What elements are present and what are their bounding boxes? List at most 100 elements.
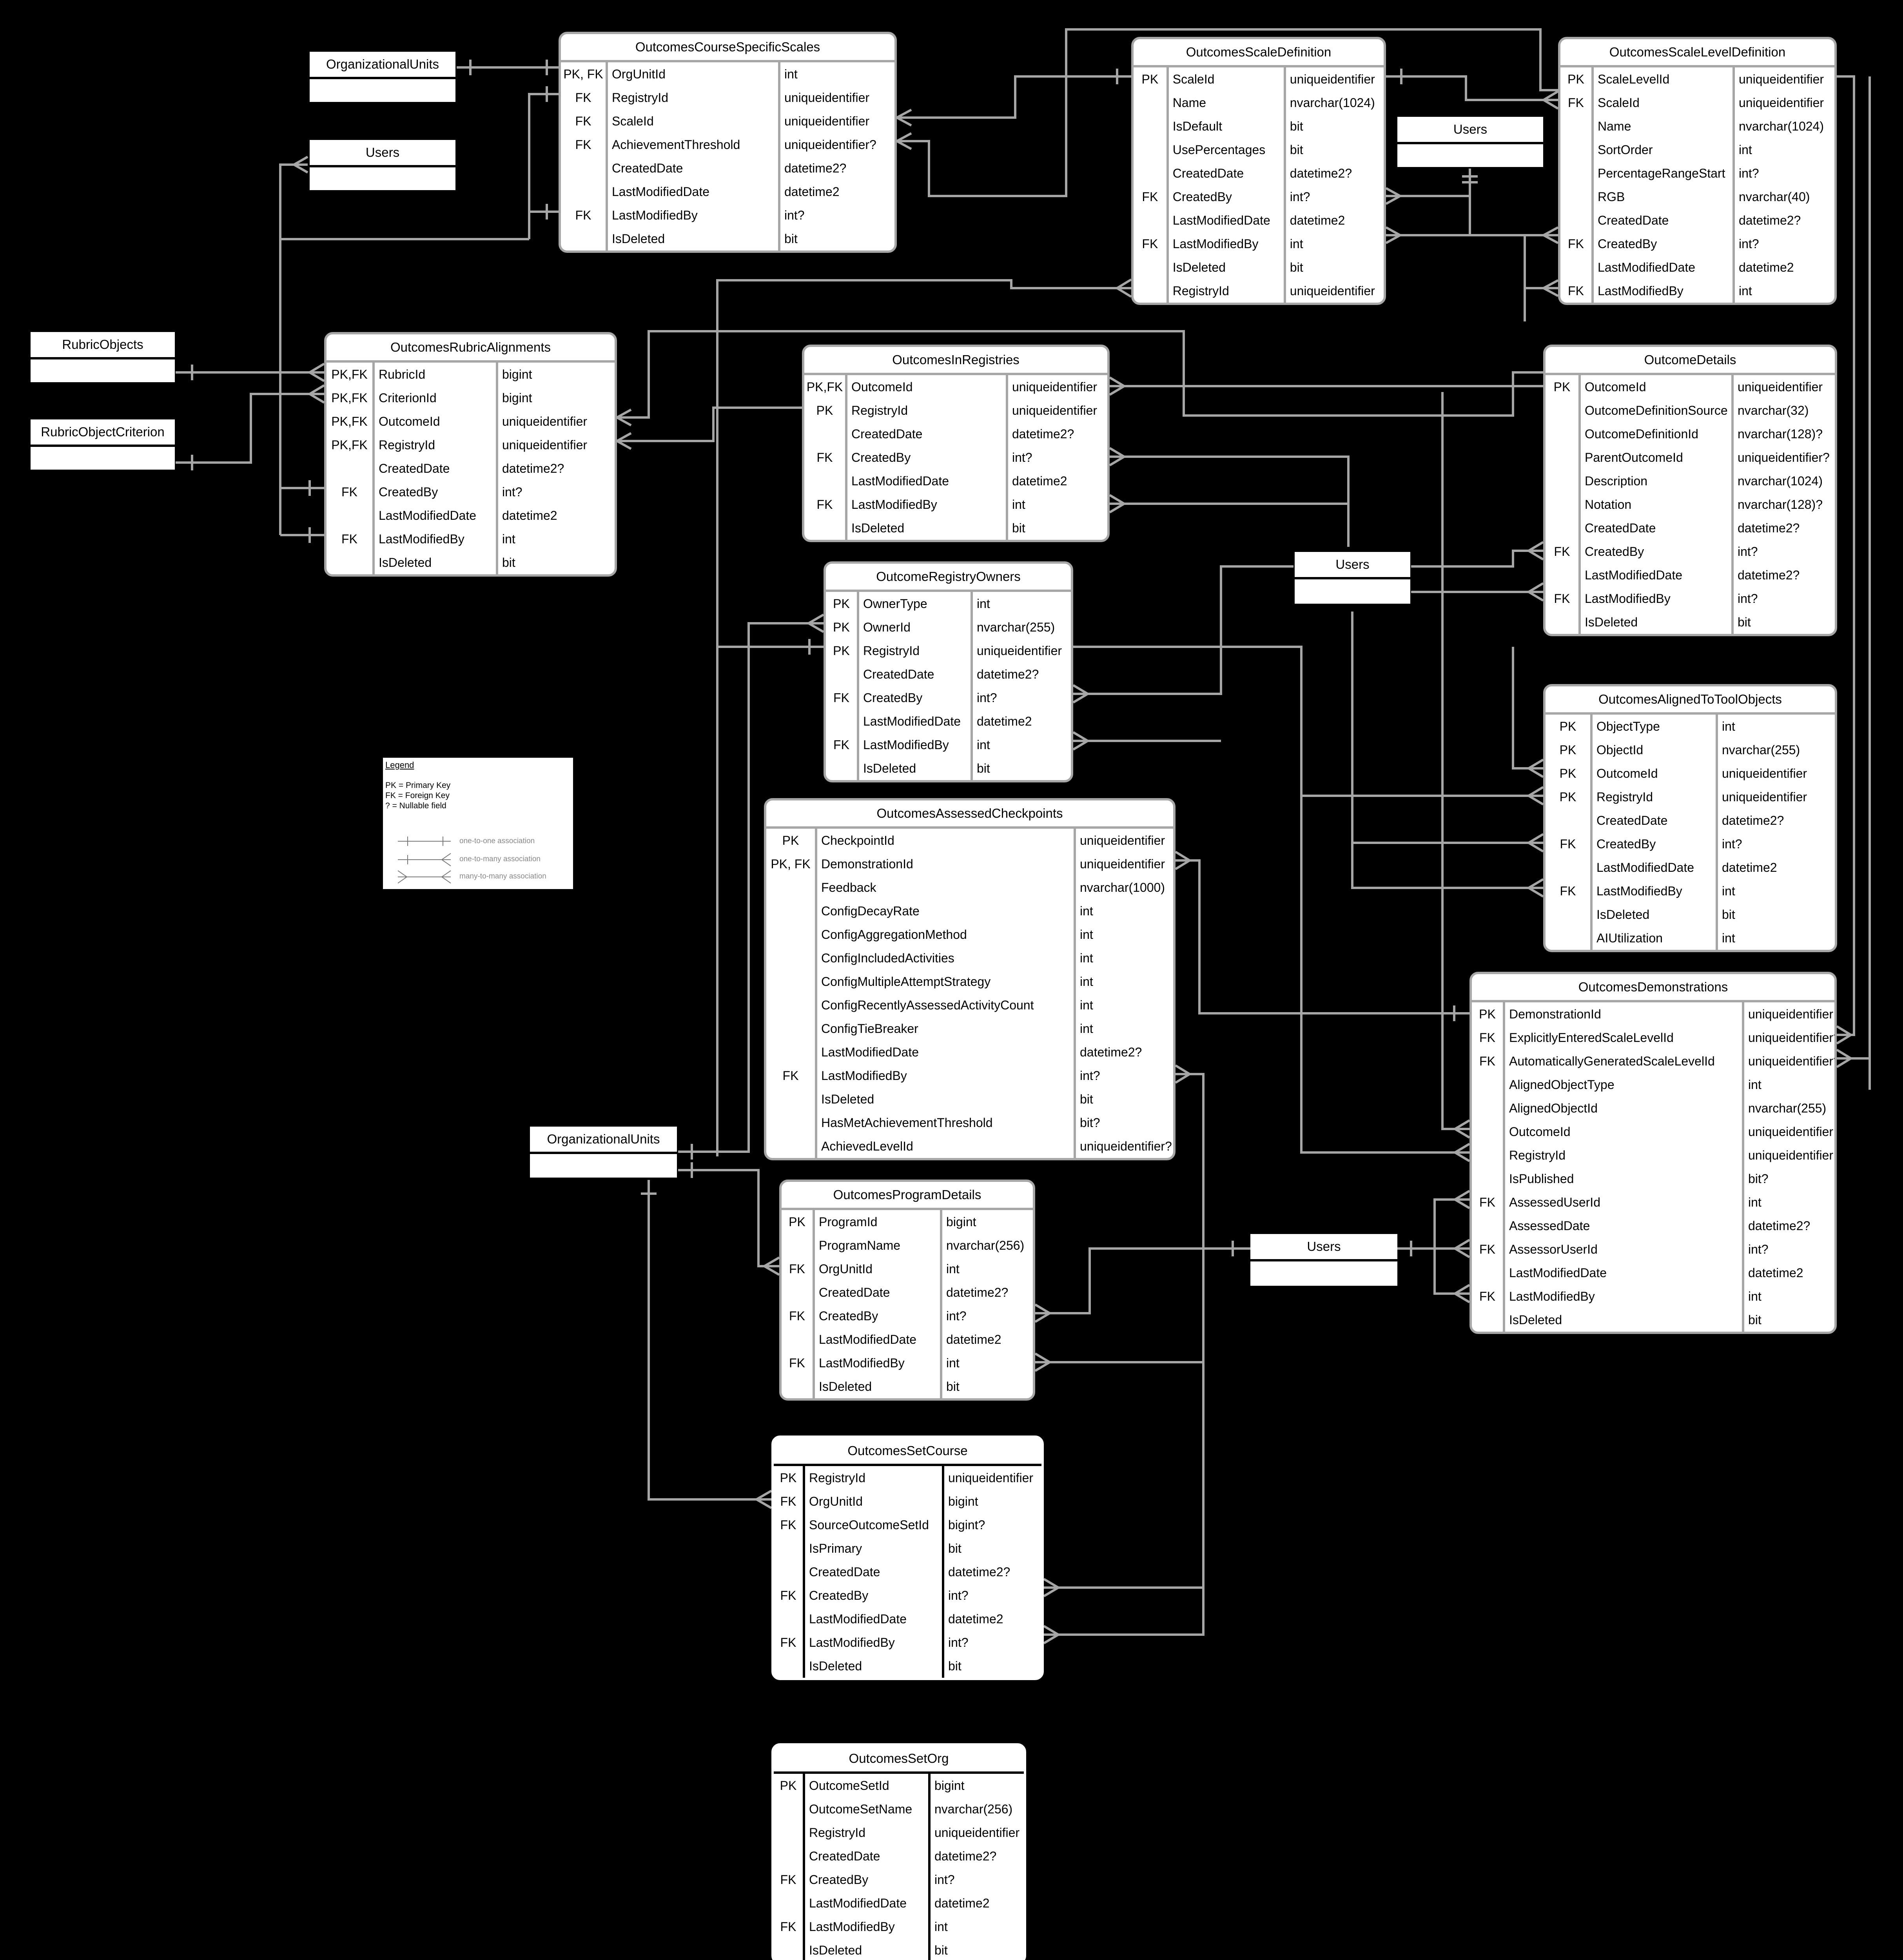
field-name: ObjectType [1596,719,1660,733]
field-name: CreatedBy [1598,237,1657,251]
field-name: CreatedDate [851,427,923,441]
entity-organizational-units-bottom[interactable]: OrganizationalUnits [530,1127,677,1178]
field-name: IsDeleted [809,1659,862,1673]
field-type: uniqueidentifier? [1080,1139,1172,1153]
field-type: datetime2 [1748,1266,1803,1280]
key-cell: PK [1559,790,1576,804]
entity-users-middle[interactable]: Users [1295,552,1410,604]
key-cell [1546,610,1578,634]
field-name: IsDeleted [1585,615,1638,629]
field-type: bigint [948,1494,978,1508]
field-type: bit [1012,521,1025,535]
field-type: bit [934,1943,948,1957]
entity-title: OutcomesProgramDetails [782,1182,1033,1210]
key-cell [327,457,372,480]
field-name: AssessedUserId [1509,1195,1600,1209]
entity-title: OutcomesDemonstrations [1472,974,1834,1002]
key-cell: FK [575,138,591,152]
field-type: int [1012,497,1025,512]
field-name: OutcomeId [1585,380,1646,394]
key-cell [782,1281,813,1304]
field-type: uniqueidentifier [1012,403,1098,417]
field-name: UsePercentages [1172,143,1266,157]
key-cell [766,876,815,899]
key-cell: PK,FK [331,414,368,428]
key-cell: FK [1560,837,1576,851]
field-name: AssessedDate [1509,1219,1590,1233]
entity-users-top-left[interactable]: Users [310,140,455,190]
field-type: int [977,597,990,611]
field-type: bit [948,1541,961,1555]
field-type: int [1080,975,1093,989]
field-name: RubricId [379,367,426,381]
field-type: datetime2 [1722,860,1777,875]
key-cell [766,1017,815,1040]
field-name: ConfigAggregationMethod [821,927,967,942]
field-name: AutomaticallyGeneratedScaleLevelId [1509,1054,1715,1068]
field-type: int? [1722,837,1742,851]
key-cell: PK,FK [806,380,843,394]
field-type: int [934,1920,948,1934]
key-cell [782,1328,813,1351]
key-cell [1472,1308,1503,1332]
entity-organizational-units-top[interactable]: OrganizationalUnits [310,52,455,102]
field-name: IsDeleted [821,1092,874,1106]
legend-many-to-many-label: many-to-many association [459,872,546,880]
field-name: LastModifiedDate [821,1045,919,1059]
entity-rubric-objects[interactable]: RubricObjects [31,332,175,382]
entity-title: OutcomeRegistryOwners [826,564,1071,592]
field-type: uniqueidentifier? [1738,450,1830,465]
field-name: LastModifiedBy [821,1069,907,1083]
field-name: SourceOutcomeSetId [809,1518,929,1532]
field-name: PercentageRangeStart [1598,166,1725,180]
field-type: uniqueidentifier [1748,1007,1834,1021]
field-type: datetime2 [502,508,557,523]
field-type: datetime2? [1738,521,1800,535]
field-type: bit [784,232,798,246]
field-type: nvarchar(32) [1738,403,1809,417]
field-name: RGB [1598,190,1625,204]
field-name: LastModifiedDate [1585,568,1683,582]
entity-users-bottom[interactable]: Users [1250,1234,1397,1286]
field-type: datetime2 [948,1612,1003,1626]
field-name: LastModifiedBy [379,532,464,546]
field-name: ProgramName [819,1238,901,1252]
field-type: bit [1080,1092,1093,1106]
field-type: bit [1738,615,1751,629]
key-cell [1134,279,1166,303]
field-name: SortOrder [1598,143,1653,157]
entity-users-top-right[interactable]: Users [1397,117,1543,167]
field-name: RegistryId [809,1826,866,1840]
key-cell: FK [833,738,849,752]
key-cell: FK [780,1873,796,1887]
field-name: RegistryId [809,1471,866,1485]
key-cell [1134,256,1166,279]
entity-rubric-object-criterion[interactable]: RubricObjectCriterion [31,419,175,470]
field-name: RegistryId [1172,284,1229,298]
field-type: nvarchar(255) [1722,743,1800,757]
key-cell [774,1844,803,1868]
field-type: bit [1290,260,1303,274]
field-name: OutcomeDefinitionSource [1585,403,1728,417]
field-type: nvarchar(128)? [1738,497,1823,512]
key-cell: PK [1567,72,1584,86]
